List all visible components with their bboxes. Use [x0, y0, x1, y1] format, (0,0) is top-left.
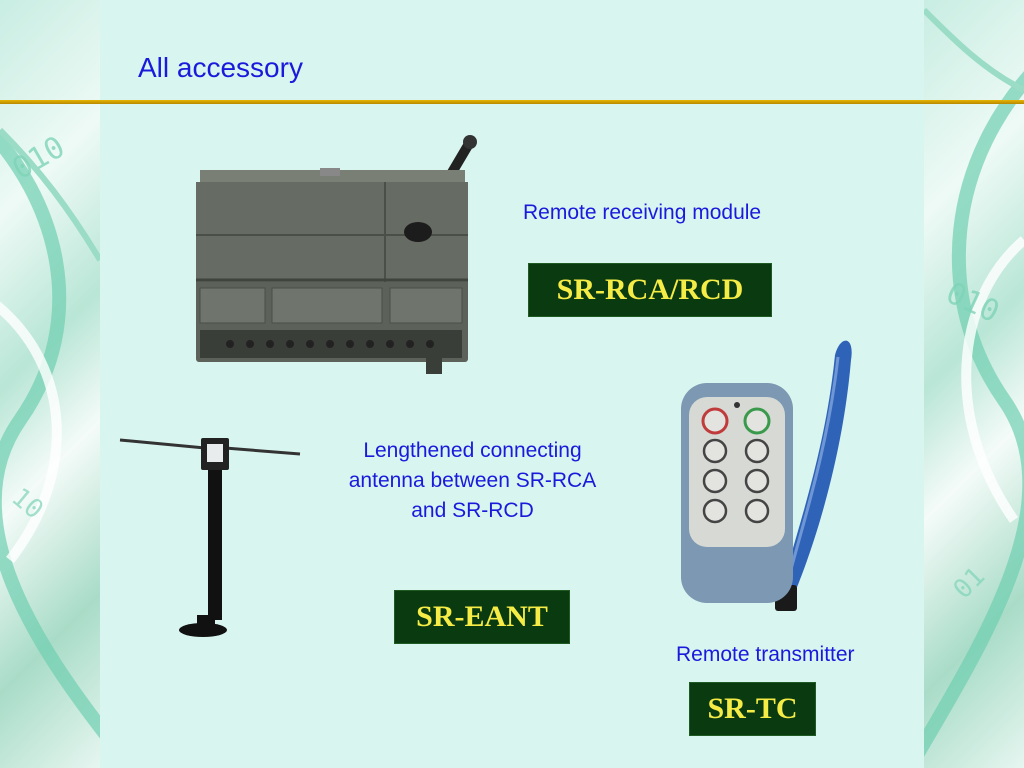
- antenna-caption: Lengthened connecting antenna between SR…: [320, 436, 625, 526]
- left-swirl-decoration: 010 10: [0, 127, 100, 739]
- receiving-module-caption: Remote receiving module: [523, 201, 762, 224]
- antenna-caption-line-1: Lengthened connecting: [363, 439, 582, 462]
- remote-transmitter-image: [681, 340, 852, 611]
- right-swirl-decoration: 010 01: [924, 7, 1024, 757]
- antenna-code-label: SR-EANT: [394, 590, 570, 644]
- antenna-image: [119, 438, 301, 637]
- svg-text:10: 10: [6, 482, 49, 525]
- receiving-module-code-label: SR-RCA/RCD: [528, 263, 772, 317]
- svg-text:01: 01: [948, 562, 991, 605]
- slide-title: All accessory: [138, 52, 303, 83]
- antenna-caption-line-2: antenna between SR-RCA: [348, 469, 597, 492]
- svg-text:010: 010: [941, 276, 1005, 331]
- title-divider-line: [0, 100, 1024, 104]
- remote-transmitter-caption: Remote transmitter: [676, 643, 855, 666]
- right-decorative-panel: 010 01: [924, 0, 1024, 768]
- receiving-module-image: [196, 135, 477, 374]
- left-decorative-panel: 010 10: [0, 0, 100, 768]
- svg-text:010: 010: [7, 130, 71, 187]
- remote-transmitter-code-label: SR-TC: [689, 682, 816, 736]
- antenna-caption-line-3: and SR-RCD: [411, 499, 534, 522]
